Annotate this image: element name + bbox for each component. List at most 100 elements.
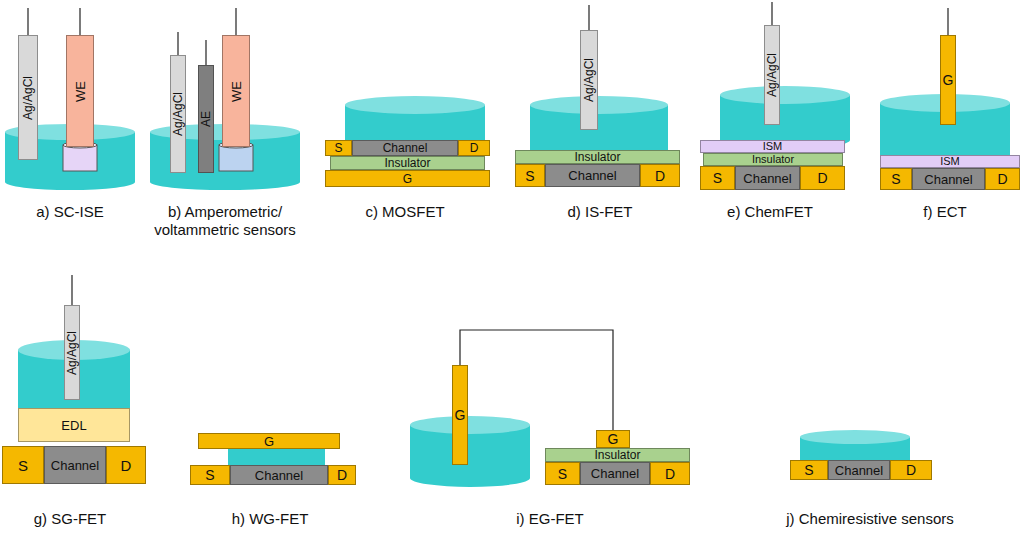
electrode: AE [198, 65, 214, 173]
device-layer: Insulator [330, 156, 485, 170]
layer-label: Ag/AgCl [22, 75, 34, 119]
electrode: Ag/AgCl [764, 25, 780, 125]
layer-label: G [608, 432, 619, 446]
device-layer: G [325, 170, 490, 187]
device-layer: G [940, 35, 956, 125]
device-layer: D [890, 460, 932, 480]
device-layer: ISM [700, 140, 845, 153]
layer-label: G [403, 173, 412, 185]
device-layer: D [985, 168, 1020, 190]
device-layer: G [596, 430, 630, 448]
cylinder-top [345, 96, 485, 114]
electrode: WE [66, 35, 94, 147]
layer-label: G [264, 435, 274, 448]
layer-label: ISM [763, 141, 783, 152]
layer-label: D [665, 467, 675, 481]
layer-label: Insulator [594, 449, 640, 461]
electrode: Ag/AgCl [64, 305, 80, 400]
device-layer: S [790, 460, 828, 480]
layer-label: Channel [255, 469, 303, 482]
panel-caption: c) MOSFET [325, 203, 485, 221]
layer-label: Insulator [752, 154, 794, 165]
layer-label: WE [229, 81, 242, 102]
electrode: WE [222, 35, 250, 147]
layer-label: EDL [61, 419, 86, 432]
device-layer: S [700, 166, 735, 190]
layer-label: Ag/AgCl [172, 92, 184, 136]
layer-label: S [205, 468, 214, 482]
layer-label: D [121, 458, 132, 473]
cylinder-top [410, 416, 530, 434]
panel-caption: b) Amperometric/ voltammetric sensors [143, 203, 308, 239]
layer-label: D [817, 171, 827, 185]
device-layer: Channel [44, 446, 106, 484]
layer-label: G [455, 408, 466, 422]
layer-label: S [18, 458, 28, 473]
layer-label: Ag/AgCl [66, 330, 78, 374]
layer-label: Channel [835, 464, 883, 477]
panel-caption: g) SG-FET [0, 510, 145, 528]
device-layer: Insulator [515, 150, 680, 164]
layer-label: D [470, 142, 479, 154]
device-layer: S [190, 465, 230, 485]
device-layer: Channel [912, 168, 985, 190]
layer-label: Channel [383, 142, 428, 154]
layer-label: S [558, 467, 567, 481]
layer-label: D [337, 468, 347, 482]
device-layer: D [328, 465, 356, 485]
panel-caption: h) WG-FET [190, 510, 350, 528]
device-layer: S [515, 164, 545, 187]
device-layer: Insulator [703, 153, 843, 166]
device-layer: Insulator [545, 448, 690, 462]
electrode: Ag/AgCl [18, 35, 38, 160]
layer-label: WE [73, 81, 86, 102]
layer-label: Channel [568, 169, 616, 182]
device-layer: D [640, 164, 680, 187]
device-layer: D [800, 166, 845, 190]
layer-label: Channel [743, 172, 791, 185]
panel-caption: e) ChemFET [690, 203, 850, 221]
device-layer: Channel [545, 164, 640, 187]
panel-caption: a) SC-ISE [0, 203, 145, 221]
layer-label: G [943, 73, 954, 87]
layer-label: Channel [591, 467, 639, 480]
gate-electrolyte [228, 449, 325, 465]
cylinder-top [720, 86, 850, 104]
device-layer: G [198, 433, 340, 449]
panel-caption: i) EG-FET [470, 510, 630, 528]
device-layer: Channel [580, 462, 650, 485]
electrode-wires [28, 2, 948, 305]
device-layer: D [458, 140, 490, 156]
layer-label: D [906, 463, 916, 477]
cylinder-top [800, 430, 910, 444]
layer-label: Insulator [574, 151, 620, 163]
gate-wire [460, 330, 613, 430]
device-layer: D [650, 462, 690, 485]
layer-label: Channel [924, 173, 972, 186]
device-layer: G [452, 365, 468, 465]
layer-label: Channel [51, 459, 99, 472]
electrode: Ag/AgCl [580, 30, 598, 130]
layer-label: D [655, 169, 665, 183]
device-layer: S [880, 168, 912, 190]
layer-label: Ag/AgCl [766, 53, 778, 97]
device-layer: Channel [828, 460, 890, 480]
electrode: Ag/AgCl [170, 55, 186, 173]
device-layer: Channel [230, 465, 328, 485]
device-layer: S [545, 462, 580, 485]
cylinder-top [530, 96, 668, 114]
device-layer: Channel [735, 166, 800, 190]
layer-label: ISM [940, 156, 960, 167]
panel-caption: j) Chemiresistive sensors [760, 510, 980, 528]
device-layer: S [325, 140, 352, 156]
device-layer: ISM [880, 155, 1020, 168]
layer-label: D [997, 172, 1007, 186]
device-layer: Channel [352, 140, 458, 156]
layer-label: S [804, 463, 813, 477]
panel-caption: f) ECT [870, 203, 1020, 221]
layer-label: S [525, 169, 534, 183]
layer-label: S [334, 142, 342, 154]
layer-label: S [891, 172, 900, 186]
